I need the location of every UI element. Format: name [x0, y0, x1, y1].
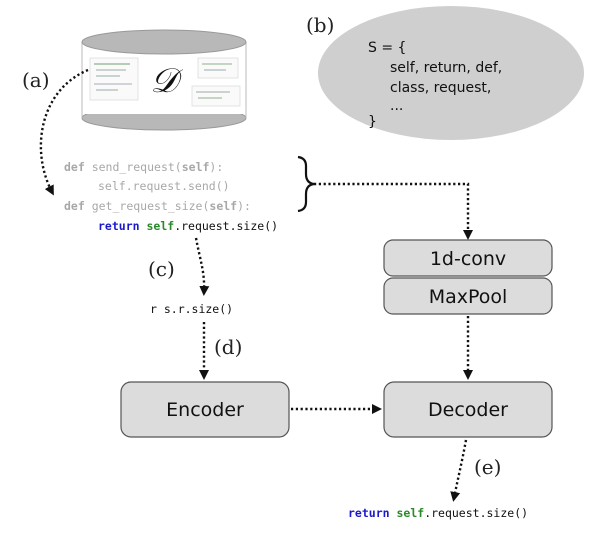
encoder-block: Encoder — [120, 381, 290, 438]
vocab-set-ellipse: S = { self, return, def, class, request,… — [318, 6, 584, 140]
code-line-2: self.request.send() — [98, 179, 230, 193]
conv-block: 1d-conv — [383, 239, 553, 277]
maxpool-label: MaxPool — [429, 286, 508, 308]
output-code: return self.request.size() — [348, 506, 528, 520]
label-a: (a) — [22, 68, 50, 92]
decoder-label: Decoder — [428, 399, 508, 421]
vocab-line-2: self, return, def, — [390, 60, 502, 76]
snippet-thumbnail — [197, 57, 239, 79]
label-e: (e) — [474, 455, 501, 479]
vocab-line-3: class, request, — [390, 80, 491, 96]
maxpool-block: MaxPool — [383, 277, 553, 315]
arrow-code-to-conv — [314, 182, 473, 240]
conv-label: 1d-conv — [430, 248, 506, 270]
arrow-code-to-abbrev — [194, 237, 210, 296]
vocab-line-1: S = { — [368, 40, 406, 56]
code-line-4: return self.request.size() — [98, 219, 278, 233]
snippet-thumbnail — [89, 57, 139, 101]
decoder-block: Decoder — [383, 381, 553, 438]
snippet-thumbnail — [191, 85, 241, 107]
arrow-dataset-to-code — [39, 68, 89, 196]
code-line-3: def get_request_size(self): — [64, 199, 251, 213]
abbreviated-code: r s.r.size() — [150, 302, 233, 316]
arrow-decoder-to-output — [450, 439, 468, 502]
brace-icon — [297, 155, 315, 213]
label-d: (d) — [214, 335, 242, 359]
code-line-1: def send_request(self): — [64, 160, 223, 174]
label-c: (c) — [148, 257, 175, 281]
label-b: (b) — [306, 13, 334, 37]
code-snippet: def send_request(self): self.request.sen… — [64, 160, 278, 233]
encoder-label: Encoder — [166, 399, 244, 421]
vocab-line-4: ... — [390, 98, 403, 114]
dataset-cylinder: 𝒟 — [81, 29, 247, 131]
vocab-line-5: } — [368, 114, 377, 130]
